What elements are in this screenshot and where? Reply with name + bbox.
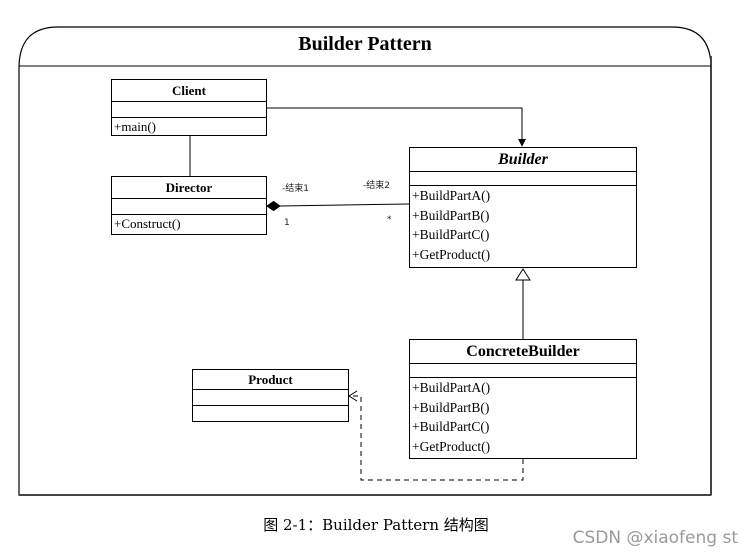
diagram-frame: Builder Pattern Client +main() Director … [18, 26, 712, 496]
class-concrete-builder-op: +BuildPartC() [412, 419, 490, 434]
class-client-op: +main() [114, 119, 156, 134]
watermark: CSDN @xiaofeng st [572, 528, 738, 548]
composition-diamond [266, 200, 281, 212]
class-builder-attributes [410, 172, 636, 186]
association-end1-multiplicity: 1 [284, 218, 290, 228]
class-builder-name: Builder [410, 148, 636, 172]
class-director-attributes [112, 199, 266, 215]
class-concrete-builder: ConcreteBuilder +BuildPartA() +BuildPart… [409, 339, 637, 459]
class-director-op: +Construct() [114, 216, 181, 231]
class-builder: Builder +BuildPartA() +BuildPartB() +Bui… [409, 147, 637, 268]
class-client: Client +main() [111, 79, 267, 136]
class-builder-op: +BuildPartA() [412, 188, 491, 203]
client-builder-line [267, 107, 526, 147]
dependency-arrowhead [348, 390, 358, 402]
class-client-name: Client [112, 80, 266, 102]
class-concrete-builder-attributes [410, 364, 636, 378]
class-concrete-builder-op: +BuildPartB() [412, 399, 490, 415]
class-builder-op: +GetProduct() [412, 246, 491, 262]
class-client-attributes [112, 102, 266, 118]
association-end1-role: -结束1 [282, 184, 309, 194]
class-director-name: Director [112, 177, 266, 199]
association-end2-multiplicity: * [387, 215, 392, 225]
inheritance-triangle [515, 268, 531, 281]
frame-shadow [19, 56, 712, 496]
figure-caption: 图 2-1：Builder Pattern 结构图 [263, 516, 489, 534]
diagram-title: Builder Pattern [298, 33, 432, 55]
class-director: Director +Construct() [111, 176, 267, 235]
connectors [18, 26, 712, 496]
class-product: Product [192, 369, 349, 422]
class-product-name: Product [193, 370, 348, 390]
class-concrete-builder-name: ConcreteBuilder [410, 340, 636, 364]
dependency-line [351, 395, 524, 481]
association-end2-role: -结束2 [363, 181, 390, 191]
class-concrete-builder-op: +BuildPartA() [412, 380, 491, 395]
class-product-attributes [193, 390, 348, 406]
class-concrete-builder-op: +GetProduct() [412, 438, 491, 454]
class-builder-op: +BuildPartC() [412, 227, 490, 242]
director-builder-line [279, 203, 410, 207]
class-builder-op: +BuildPartB() [412, 207, 490, 223]
